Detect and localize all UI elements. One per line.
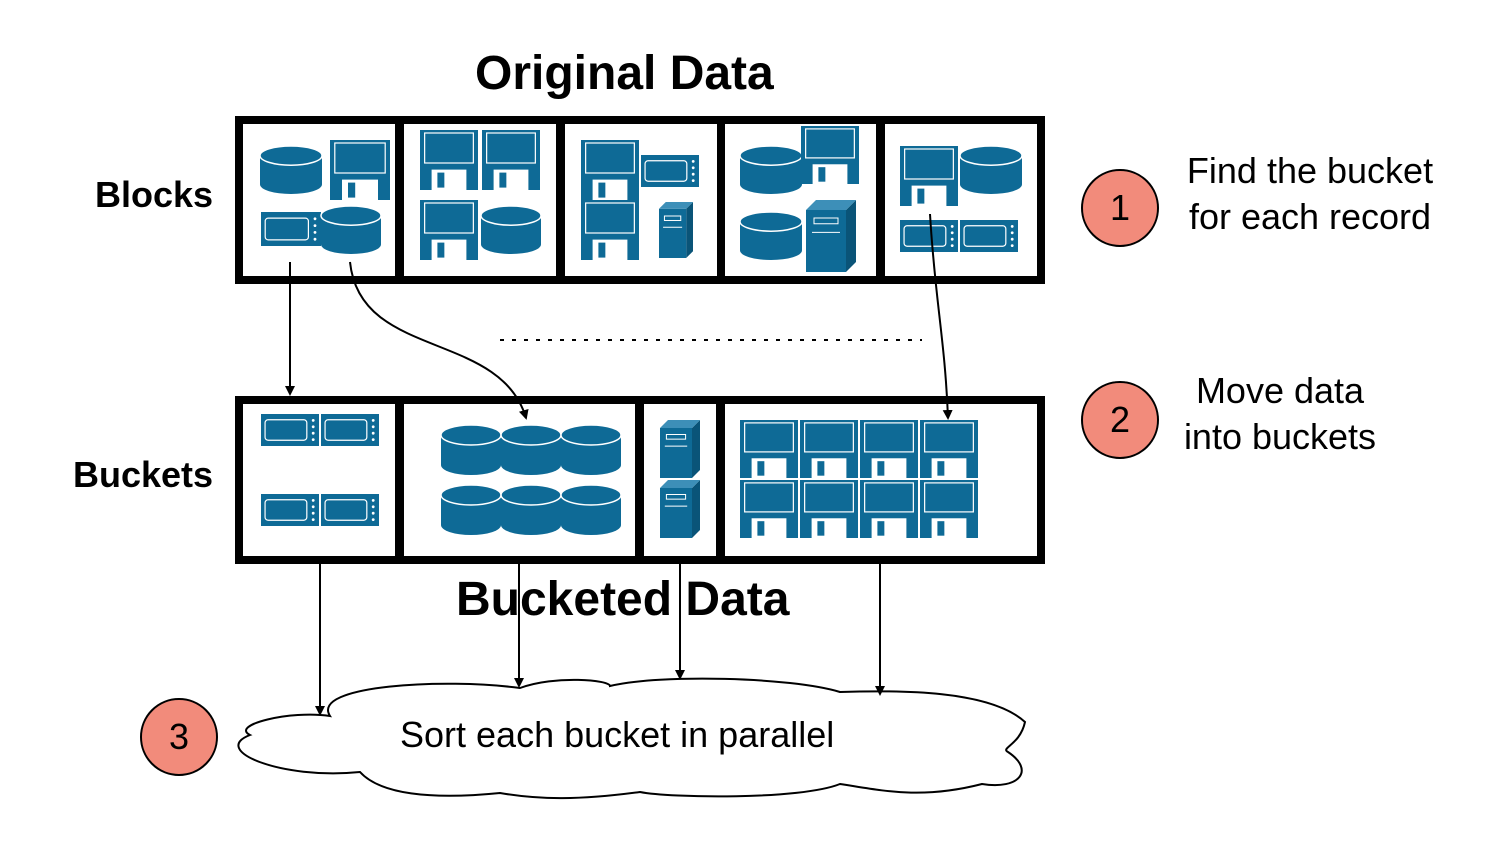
floppy-disk-icon bbox=[800, 480, 858, 538]
bucket-to-cloud-arrows bbox=[315, 564, 885, 716]
floppy-disk-icon bbox=[860, 480, 918, 538]
floppy-disk-icon bbox=[920, 480, 978, 538]
server-rack-icon bbox=[960, 220, 1018, 252]
database-icon bbox=[440, 424, 502, 475]
server-rack-icon bbox=[900, 220, 958, 252]
database-icon bbox=[480, 205, 542, 254]
step-3-badge: 3 bbox=[140, 698, 218, 776]
database-icon bbox=[500, 424, 562, 475]
database-icon bbox=[320, 205, 382, 254]
storage-icons bbox=[259, 126, 1023, 538]
sort-cloud bbox=[237, 677, 1027, 800]
buckets-row-label: Buckets bbox=[73, 454, 214, 495]
step-2-line-1: Move data bbox=[1195, 370, 1365, 411]
floppy-disk-icon bbox=[581, 200, 639, 260]
arrow-block5-to-bucket4 bbox=[929, 213, 953, 420]
step-2-line-2: into buckets bbox=[1183, 416, 1377, 457]
floppy-disk-icon bbox=[801, 126, 859, 184]
floppy-disk-icon bbox=[800, 420, 858, 478]
server-rack-icon bbox=[321, 414, 379, 446]
floppy-disk-icon bbox=[581, 140, 639, 200]
tower-server-icon bbox=[660, 480, 700, 538]
database-icon bbox=[500, 484, 562, 535]
database-icon bbox=[959, 145, 1023, 194]
floppy-disk-icon bbox=[920, 420, 978, 478]
database-icon bbox=[739, 211, 803, 260]
database-icon bbox=[560, 484, 622, 535]
floppy-disk-icon bbox=[482, 130, 540, 190]
server-rack-icon bbox=[261, 494, 319, 526]
block-to-bucket-arrows bbox=[285, 213, 953, 420]
database-icon bbox=[560, 424, 622, 475]
floppy-disk-icon bbox=[740, 480, 798, 538]
database-icon bbox=[440, 484, 502, 535]
floppy-disk-icon bbox=[740, 420, 798, 478]
original-data-title: Original Data bbox=[475, 47, 774, 100]
tower-server-icon bbox=[806, 200, 856, 272]
floppy-disk-icon bbox=[860, 420, 918, 478]
tower-server-icon bbox=[660, 420, 700, 478]
step-1-text: Find the bucket for each record bbox=[1160, 148, 1460, 240]
step-1-line-1: Find the bucket bbox=[1186, 150, 1434, 191]
step-1-badge: 1 bbox=[1081, 169, 1159, 247]
server-rack-icon bbox=[321, 494, 379, 526]
blocks-row-label: Blocks bbox=[95, 174, 214, 215]
floppy-disk-icon bbox=[900, 146, 958, 206]
floppy-disk-icon bbox=[420, 200, 478, 260]
step-2-text: Move data into buckets bbox=[1160, 368, 1400, 460]
server-rack-icon bbox=[641, 155, 699, 187]
server-rack-icon bbox=[261, 414, 319, 446]
arrow-block1-to-bucket2 bbox=[349, 261, 529, 420]
step-1-line-2: for each record bbox=[1188, 196, 1432, 237]
floppy-disk-icon bbox=[420, 130, 478, 190]
step-3-text: Sort each bucket in parallel bbox=[400, 714, 835, 755]
database-icon bbox=[739, 145, 803, 194]
step-2-badge: 2 bbox=[1081, 381, 1159, 459]
server-rack-icon bbox=[261, 212, 321, 246]
floppy-disk-icon bbox=[330, 140, 390, 200]
bucketed-data-title: Bucketed Data bbox=[456, 573, 790, 626]
database-icon bbox=[259, 145, 323, 194]
tower-server-icon bbox=[659, 202, 693, 258]
